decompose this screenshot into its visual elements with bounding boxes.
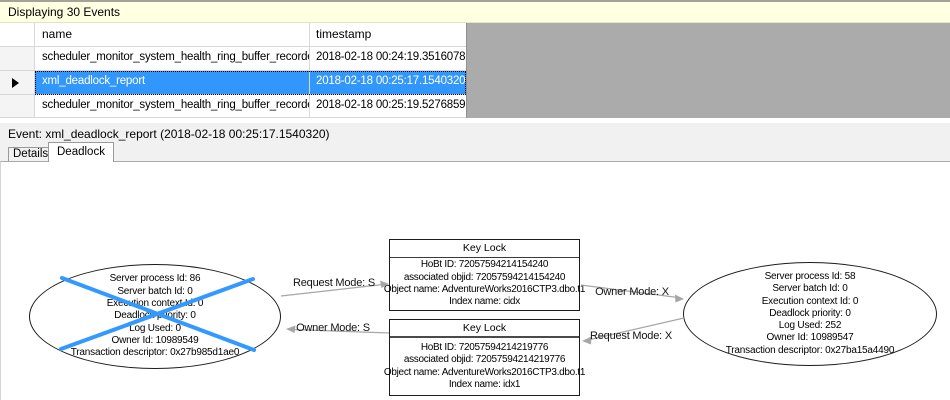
process-attr: Execution context Id: 0 — [106, 298, 204, 310]
row-gutter — [0, 95, 35, 118]
grid-header-gutter — [0, 23, 35, 47]
event-timestamp-cell: 2018-02-18 00:25:19.5276859 — [310, 95, 466, 118]
resource-node-keylock-bottom[interactable]: Key Lock HoBt ID: 72057594214219776 asso… — [384, 319, 586, 396]
resource-attr: associated objid: 72057594214219776 — [403, 354, 566, 366]
process-attr: Transaction descriptor: 0x27b985d1ae0 — [70, 347, 240, 359]
row-gutter — [0, 47, 35, 71]
process-node[interactable]: Server process Id: 58 Server batch Id: 0… — [683, 262, 937, 366]
tab-deadlock[interactable]: Deadlock — [48, 142, 114, 162]
process-node-victim[interactable]: Server process Id: 86 Server batch Id: 0… — [29, 264, 281, 369]
process-attr: Server process Id: 58 — [764, 270, 856, 282]
table-row[interactable]: scheduler_monitor_system_health_ring_buf… — [0, 95, 466, 118]
row-gutter — [0, 71, 35, 95]
table-row[interactable]: scheduler_monitor_system_health_ring_buf… — [0, 47, 466, 71]
grid-header-row: name timestamp — [0, 23, 466, 47]
process-attr: Execution context Id: 0 — [761, 295, 859, 307]
process-attr: Log Used: 0 — [129, 322, 181, 334]
process-attr: Server batch Id: 0 — [772, 283, 848, 295]
current-row-arrow-icon — [12, 78, 19, 88]
process-attr: Server process Id: 86 — [109, 273, 201, 285]
column-header-timestamp[interactable]: timestamp — [310, 23, 466, 47]
table-row-selected[interactable]: xml_deadlock_report 2018-02-18 00:25:17.… — [0, 71, 466, 95]
resource-title: Key Lock — [390, 240, 579, 258]
events-info-bar: Displaying 30 Events — [0, 0, 950, 23]
selected-event-label: Event: xml_deadlock_report (2018-02-18 0… — [8, 127, 330, 141]
resource-body: HoBt ID: 72057594214154240 associated ob… — [384, 258, 586, 310]
process-attr: Log Used: 252 — [778, 320, 842, 332]
process-attr: Owner Id: 10989547 — [766, 332, 854, 344]
process-attr: Deadlock priority: 0 — [769, 307, 851, 319]
selection-focus-rect: xml_deadlock_report 2018-02-18 00:25:17.… — [35, 71, 466, 95]
event-name-cell: xml_deadlock_report — [35, 71, 310, 95]
resource-body: HoBt ID: 72057594214219776 associated ob… — [384, 338, 586, 395]
tab-details[interactable]: Details — [8, 147, 54, 161]
grid-empty-area — [467, 23, 950, 118]
process-attr: Server batch Id: 0 — [117, 285, 193, 297]
resource-attr: HoBt ID: 72057594214154240 — [420, 259, 549, 271]
column-header-name[interactable]: name — [35, 23, 310, 47]
events-grid: name timestamp scheduler_monitor_system_… — [0, 23, 467, 118]
process-attr: Owner Id: 10989549 — [111, 334, 199, 346]
event-timestamp-cell: 2018-02-18 00:25:17.1540320 — [310, 71, 466, 95]
resource-attr: Object name: AdventureWorks2016CTP3.dbo.… — [383, 284, 586, 295]
event-name-cell: scheduler_monitor_system_health_ring_buf… — [35, 47, 310, 71]
detail-chrome: Event: xml_deadlock_report (2018-02-18 0… — [0, 123, 950, 161]
resource-attr: HoBt ID: 72057594214219776 — [420, 341, 549, 353]
resource-title: Key Lock — [390, 320, 579, 338]
events-count-label: Displaying 30 Events — [8, 5, 121, 19]
resource-attr: Object name: AdventureWorks2016CTP3.dbo.… — [383, 366, 586, 378]
resource-attr: associated objid: 72057594214154240 — [403, 271, 566, 283]
resource-attr: Index name: cidx — [449, 296, 520, 308]
event-name-cell: scheduler_monitor_system_health_ring_buf… — [35, 95, 310, 118]
resource-node-keylock-top[interactable]: Key Lock HoBt ID: 72057594214154240 asso… — [384, 239, 586, 311]
resource-attr: Index name: idx1 — [448, 378, 521, 390]
process-attr: Transaction descriptor: 0x27ba15a4490 — [725, 344, 895, 356]
process-attr: Deadlock priority: 0 — [114, 310, 196, 322]
event-timestamp-cell: 2018-02-18 00:24:19.3516078 — [310, 47, 466, 71]
